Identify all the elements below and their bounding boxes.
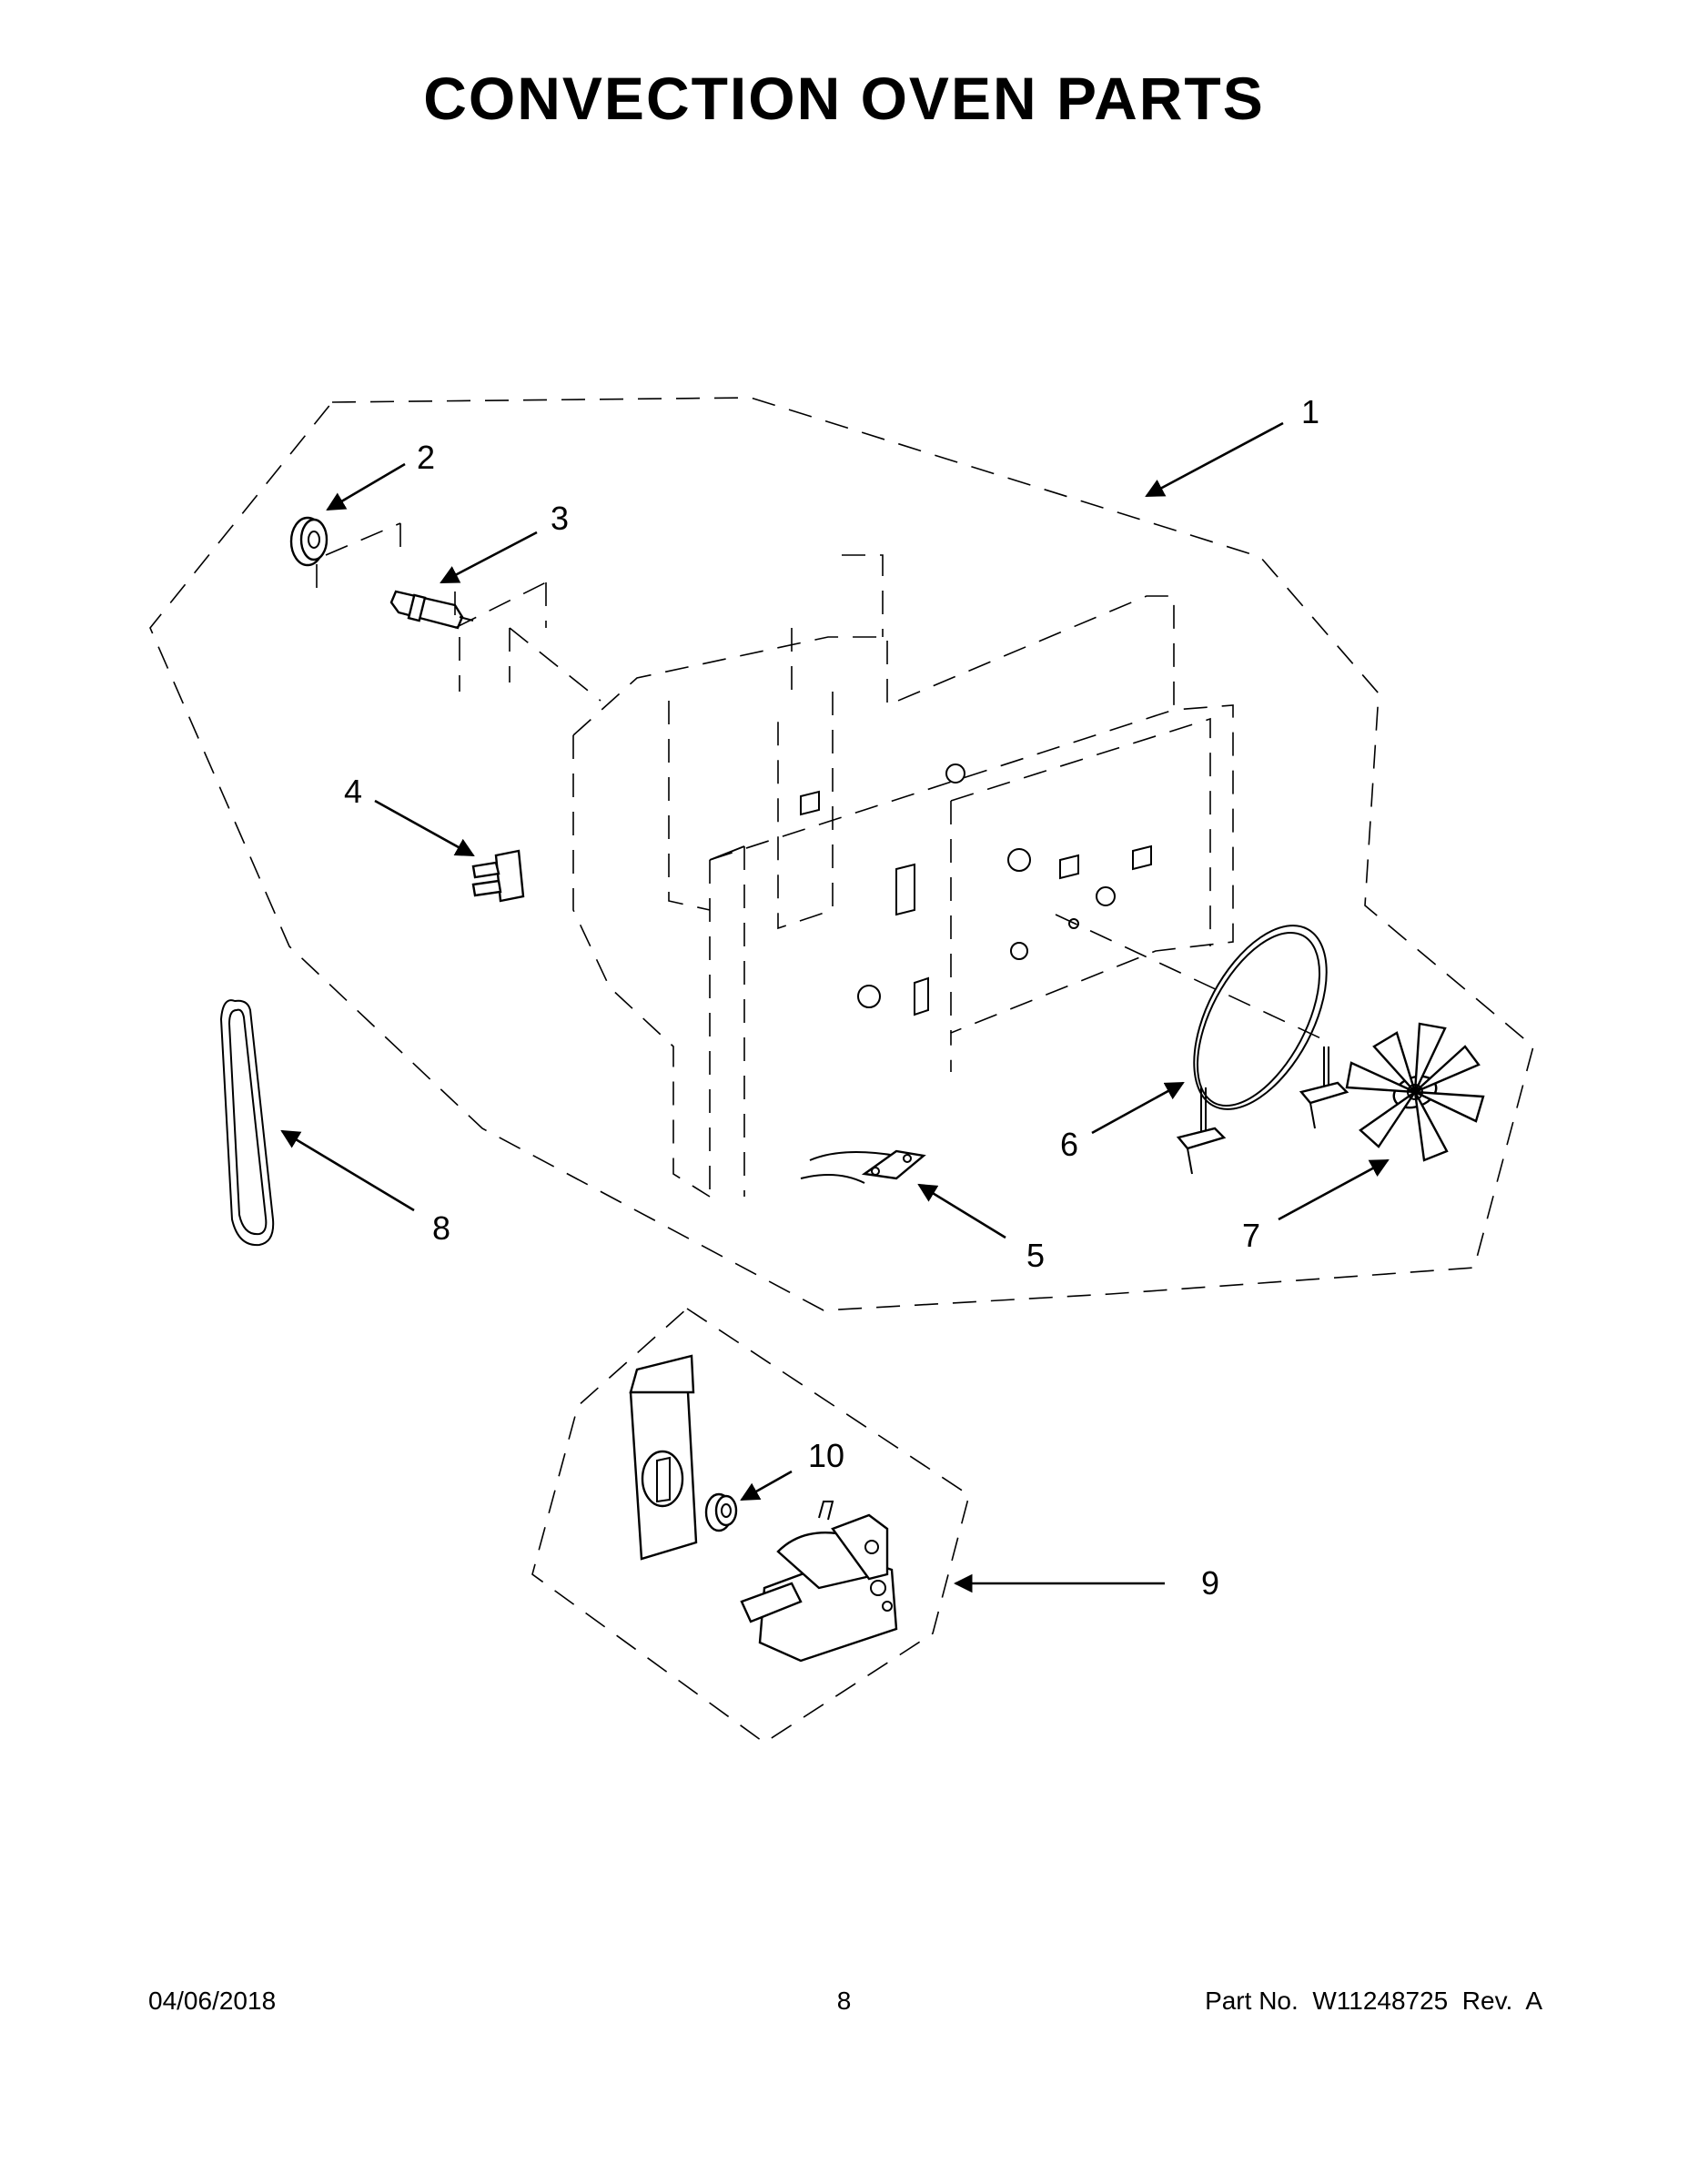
rotisserie-bracket: [316, 522, 547, 692]
part-4-sensor-clip: [471, 849, 525, 903]
upper-assembly-boundary: [149, 397, 1534, 1311]
part-9-motor-assembly: [629, 1354, 898, 1663]
part-10-bushing: [704, 1492, 738, 1532]
callout-9: 9: [1201, 1564, 1219, 1602]
footer-page-number: 8: [836, 1987, 852, 2015]
oven-cavity-outline: [509, 554, 1329, 1198]
callout-7: 7: [1242, 1217, 1260, 1254]
callout-5: 5: [1026, 1237, 1045, 1274]
callout-8: 8: [432, 1209, 450, 1247]
part-3-shaft: [389, 590, 474, 630]
callout-6: 6: [1060, 1126, 1078, 1163]
footer-date: 04/06/2018: [148, 1987, 277, 2015]
part-6-convection-element: [1176, 925, 1349, 1175]
callout-4: 4: [344, 773, 362, 810]
part-2-pulley: [289, 516, 329, 567]
leader-line-5: [917, 1183, 1006, 1239]
leader-line-10: [740, 1470, 793, 1502]
callout-2: 2: [417, 439, 435, 476]
lower-assembly-boundary: [531, 1307, 970, 1744]
part-5-gasket: [800, 1149, 926, 1184]
leader-line-2: [326, 462, 406, 511]
leader-line-3: [440, 531, 538, 584]
part-8-drive-belt: [219, 999, 275, 1247]
callout-1: 1: [1301, 393, 1319, 430]
callout-10: 10: [808, 1437, 844, 1474]
leader-line-6: [1091, 1081, 1185, 1135]
leader-line-7: [1278, 1158, 1390, 1221]
footer-part-number: Part No. W11248725 Rev. A: [1205, 1987, 1542, 2015]
leader-line-1: [1145, 421, 1284, 498]
page-title: CONVECTION OVEN PARTS: [423, 65, 1265, 132]
leader-line-8: [280, 1129, 415, 1212]
part-7-fan-blade: [1345, 1022, 1485, 1162]
leader-line-4: [374, 799, 475, 857]
callout-3: 3: [551, 500, 569, 537]
